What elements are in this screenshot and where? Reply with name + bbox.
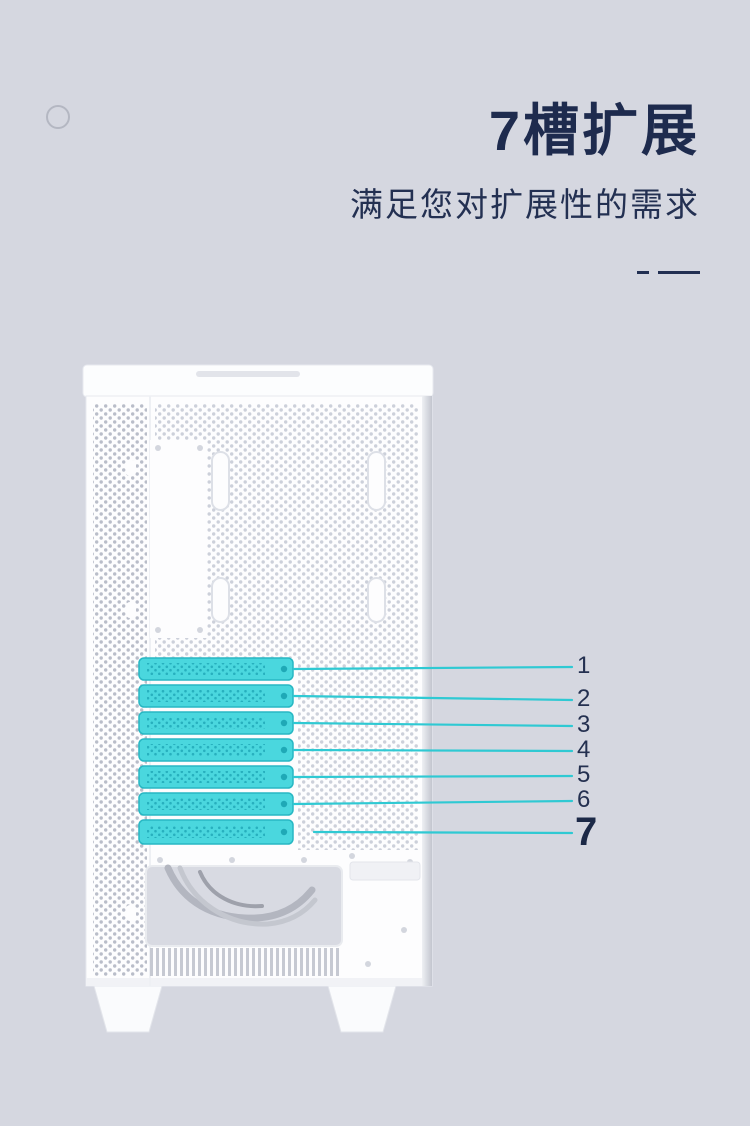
expansion-slot-6 <box>138 792 294 816</box>
front-panel-perforation <box>93 404 147 976</box>
expansion-slot-1 <box>138 657 294 681</box>
case-top-panel <box>82 364 434 398</box>
circle-ornament <box>46 105 70 129</box>
expansion-slot-4 <box>138 738 294 762</box>
expansion-slot-2 <box>138 684 294 708</box>
callout-line-2 <box>292 694 574 702</box>
slot-number-5: 5 <box>577 761 591 788</box>
side-panel-perforation-lower <box>298 658 419 850</box>
callout-line-5 <box>292 774 574 779</box>
case-bottom-rim <box>86 978 422 986</box>
panel-latch-cutouts <box>126 460 136 921</box>
cable <box>177 865 318 927</box>
side-vent-slot <box>349 861 421 881</box>
slot-number-6: 6 <box>577 786 591 813</box>
slot-number-4: 4 <box>577 736 591 763</box>
slot-number-2: 2 <box>577 685 591 712</box>
page-subtitle: 满足您对扩展性的需求 <box>350 186 700 223</box>
callout-line-6 <box>292 799 574 806</box>
case-feet <box>93 985 397 1033</box>
dash-ornament <box>637 271 700 274</box>
callout-line-7 <box>312 830 574 835</box>
glass-panel-edge <box>422 396 432 986</box>
dash-short <box>637 271 649 274</box>
callout-line-4 <box>292 748 574 753</box>
slot-number-3: 3 <box>577 711 591 738</box>
callout-line-3 <box>292 721 574 728</box>
expansion-slot-3 <box>138 711 294 735</box>
page-title: 7槽扩展 <box>488 99 700 162</box>
cable-routing-slots <box>211 451 386 623</box>
expansion-slots <box>138 657 294 845</box>
expansion-slot-7 <box>138 819 294 845</box>
cable <box>198 870 264 909</box>
psu-rib-vent <box>150 948 342 976</box>
slot-number-7: 7 <box>575 810 598 854</box>
cable <box>164 864 316 922</box>
callout-line-1 <box>292 665 574 671</box>
dash-long <box>658 271 700 274</box>
callout-lines <box>292 665 574 835</box>
expansion-slot-5 <box>138 765 294 789</box>
psu-window <box>145 864 343 947</box>
motherboard-tray <box>150 440 207 638</box>
slot-number-1: 1 <box>577 652 591 679</box>
